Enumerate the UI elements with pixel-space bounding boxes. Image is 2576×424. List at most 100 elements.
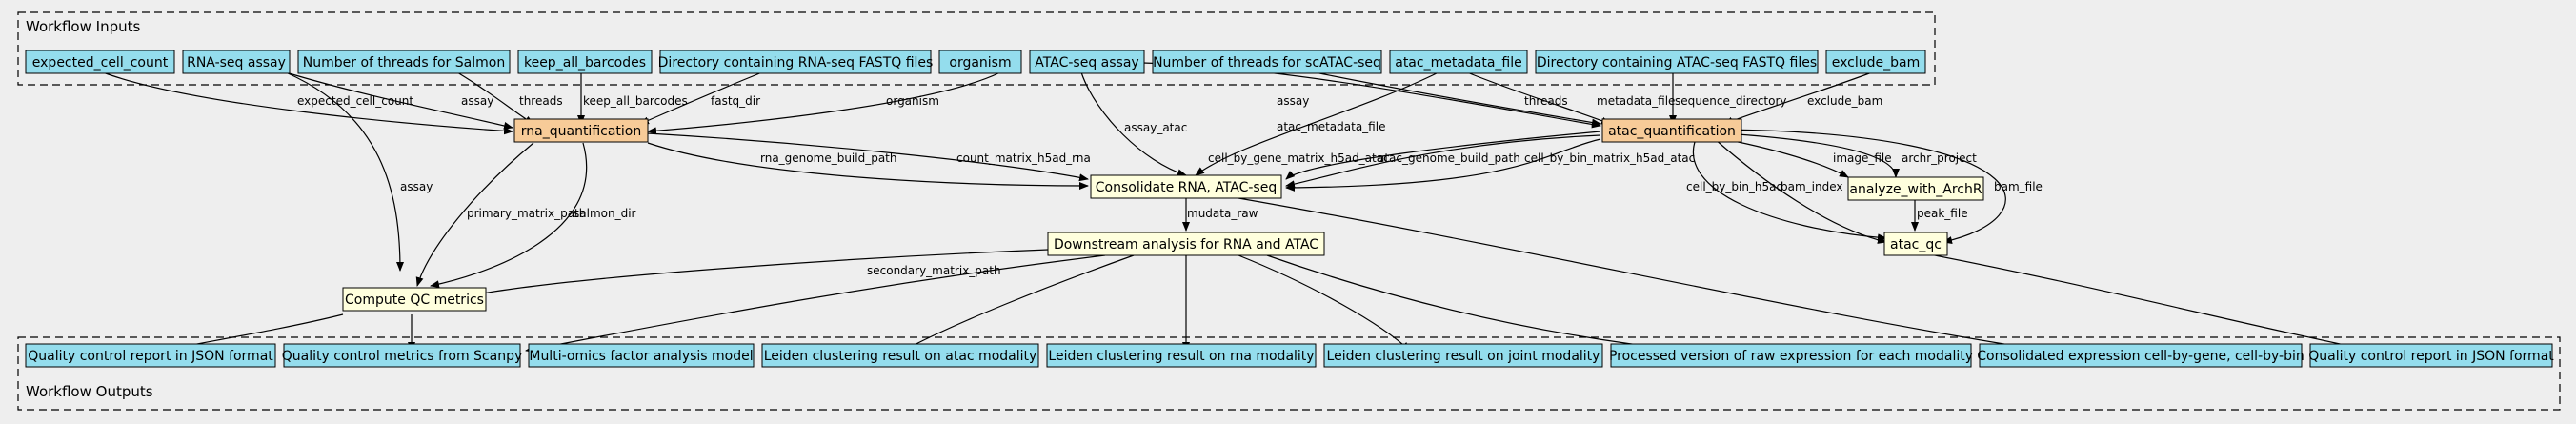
node-out-leiden-atac[interactable]: [761, 343, 1039, 368]
node-out-qc-json-2[interactable]: [2309, 343, 2553, 368]
edge-cell-by-bin-h5ad: [1693, 138, 1887, 242]
edge-archr-project: [1723, 132, 1900, 178]
outputs-cluster: [17, 336, 2561, 411]
edge-threads-scatac: [1314, 71, 1601, 127]
process-nodes: rna_quantification atac_quantification C…: [342, 118, 1984, 312]
node-threads-salmon[interactable]: [297, 50, 511, 74]
node-exclude-bam-label: exclude_bam: [1832, 55, 1920, 71]
outputs-cluster-label: Workflow Outputs: [26, 383, 153, 400]
label-metadata-file: metadata_file: [1597, 94, 1675, 108]
node-atac-fastq-dir-label: Directory containing ATAC-seq FASTQ file…: [1537, 55, 1817, 71]
node-atac-quantification-label: atac_quantification: [1608, 124, 1736, 139]
output-nodes: Quality control report in JSON format Qu…: [25, 343, 2554, 368]
label-rna-assay-to-qc: assay: [400, 180, 433, 193]
node-expected-cell-count[interactable]: [25, 50, 175, 74]
edge-cell-by-gene: [1285, 131, 1601, 180]
node-rna-quantification[interactable]: [513, 118, 649, 143]
node-threads-scatac-label: Number of threads for scATAC-seq: [1153, 55, 1381, 71]
node-out-qc-json-1[interactable]: [25, 343, 276, 368]
node-organism[interactable]: [938, 50, 1022, 74]
node-threads-scatac[interactable]: [1152, 50, 1382, 74]
edge-downstream-processed: [1266, 254, 1687, 354]
node-out-consolidated-label: Consolidated expression cell-by-gene, ce…: [1977, 349, 2304, 364]
node-atac-qc[interactable]: [1883, 232, 1948, 256]
label-bam-file: bam_file: [1994, 180, 2043, 193]
node-out-qc-json-1-label: Quality control report in JSON format: [28, 349, 273, 364]
edge-downstream-leiden-atac: [902, 254, 1135, 352]
label-exclude-bam: exclude_bam: [1807, 94, 1882, 108]
label-atac-assay: assay: [1277, 94, 1309, 108]
label-secondary-matrix: secondary_matrix_path: [867, 264, 1001, 277]
edge-atac-genome-build: [1285, 134, 1601, 189]
edge-salmon-dir: [430, 142, 588, 289]
label-expected-cell-count: expected_cell_count: [297, 94, 413, 108]
label-cell-by-gene: cell_by_gene_matrix_h5ad_atac: [1208, 151, 1390, 165]
label-rna-genome-build: rna_genome_build_path: [760, 151, 897, 165]
edge-image-file: [1723, 138, 1849, 178]
node-exclude-bam[interactable]: [1825, 50, 1926, 74]
label-assay: assay: [461, 94, 493, 108]
edge-downstream-mofa: [525, 254, 1106, 353]
node-out-leiden-rna-label: Leiden clustering result on rna modality: [1048, 349, 1314, 364]
label-mudata-raw: mudata_raw: [1187, 207, 1258, 220]
node-out-processed-label: Processed version of raw expression for …: [1609, 349, 1973, 364]
node-rna-seq-assay-label: RNA-seq assay: [187, 55, 286, 71]
label-atac-metadata-file: atac_metadata_file: [1277, 120, 1385, 133]
node-atac-metadata-file[interactable]: [1389, 50, 1528, 74]
inputs-cluster: [17, 11, 1936, 86]
node-analyze-archr[interactable]: [1847, 176, 1984, 201]
inputs-cluster-label: Workflow Inputs: [26, 18, 140, 35]
node-rna-seq-assay[interactable]: [182, 50, 291, 74]
label-peak-file: peak_file: [1917, 207, 1968, 220]
node-atac-metadata-file-label: atac_metadata_file: [1395, 55, 1522, 71]
edge-atac-metadata: [1466, 71, 1611, 125]
node-out-leiden-joint[interactable]: [1323, 343, 1603, 368]
edge-atac-assay-consolidate: [1080, 71, 1187, 177]
label-cell-by-bin-h5ad: cell_by_bin_h5ad: [1686, 180, 1783, 193]
label-image-file: image_file: [1833, 151, 1892, 165]
edge-rna-genome-build: [647, 142, 1089, 190]
node-atac-seq-assay[interactable]: [1029, 50, 1145, 74]
node-keep-all-barcodes[interactable]: [517, 50, 653, 74]
label-primary-matrix: primary_matrix_path: [467, 207, 586, 220]
label-bam-index: bam_index: [1781, 180, 1843, 193]
label-atac-threads: threads: [1524, 94, 1568, 108]
edge-atacqc-output: [1914, 251, 2373, 353]
node-out-qc-json-2-label: Quality control report in JSON format: [2308, 349, 2554, 364]
node-out-qc-scanpy[interactable]: [283, 343, 521, 368]
node-out-consolidated[interactable]: [1979, 343, 2303, 368]
node-atac-quantification[interactable]: [1601, 118, 1742, 143]
node-downstream[interactable]: [1047, 232, 1325, 256]
node-expected-cell-count-label: expected_cell_count: [32, 55, 169, 71]
node-organism-label: organism: [949, 55, 1011, 71]
node-rna-fastq-dir[interactable]: [659, 50, 932, 74]
node-out-mofa[interactable]: [528, 343, 755, 368]
node-atac-qc-label: atac_qc: [1890, 237, 1942, 252]
label-count-matrix-rna: count_matrix_h5ad_rna: [956, 151, 1091, 165]
edge-consolidate-output: [1238, 197, 2047, 353]
node-analyze-archr-label: analyze_with_ArchR: [1849, 182, 1982, 197]
node-threads-salmon-label: Number of threads for Salmon: [303, 55, 505, 71]
label-salmon-dir: salmon_dir: [574, 207, 636, 220]
node-out-leiden-atac-label: Leiden clustering result on atac modalit…: [764, 349, 1037, 364]
edge-bam-index: [1714, 138, 1887, 244]
node-rna-quantification-label: rna_quantification: [521, 124, 641, 139]
label-threads: threads: [519, 94, 563, 108]
node-out-leiden-rna[interactable]: [1046, 343, 1317, 368]
node-compute-qc[interactable]: [342, 287, 487, 312]
edge-secondary-matrix: [471, 249, 1049, 298]
node-downstream-label: Downstream analysis for RNA and ATAC: [1054, 237, 1318, 252]
node-atac-fastq-dir[interactable]: [1535, 50, 1819, 74]
node-out-qc-scanpy-label: Quality control metrics from Scanpy: [282, 349, 523, 364]
edge-rna-assay: [285, 71, 513, 130]
node-compute-qc-label: Compute QC metrics: [345, 293, 484, 308]
label-atac-genome-build: atac_genome_build_path: [1378, 151, 1520, 165]
node-out-leiden-joint-label: Leiden clustering result on joint modali…: [1327, 349, 1600, 364]
node-out-processed[interactable]: [1610, 343, 1972, 368]
edge-count-matrix-rna: [647, 132, 1089, 182]
label-cell-by-bin-matrix: cell_by_bin_matrix_h5ad_atac: [1524, 151, 1695, 165]
edge-rna-assay-to-qc: [285, 71, 404, 272]
edge-organism: [647, 71, 1001, 135]
node-consolidate[interactable]: [1090, 174, 1282, 199]
